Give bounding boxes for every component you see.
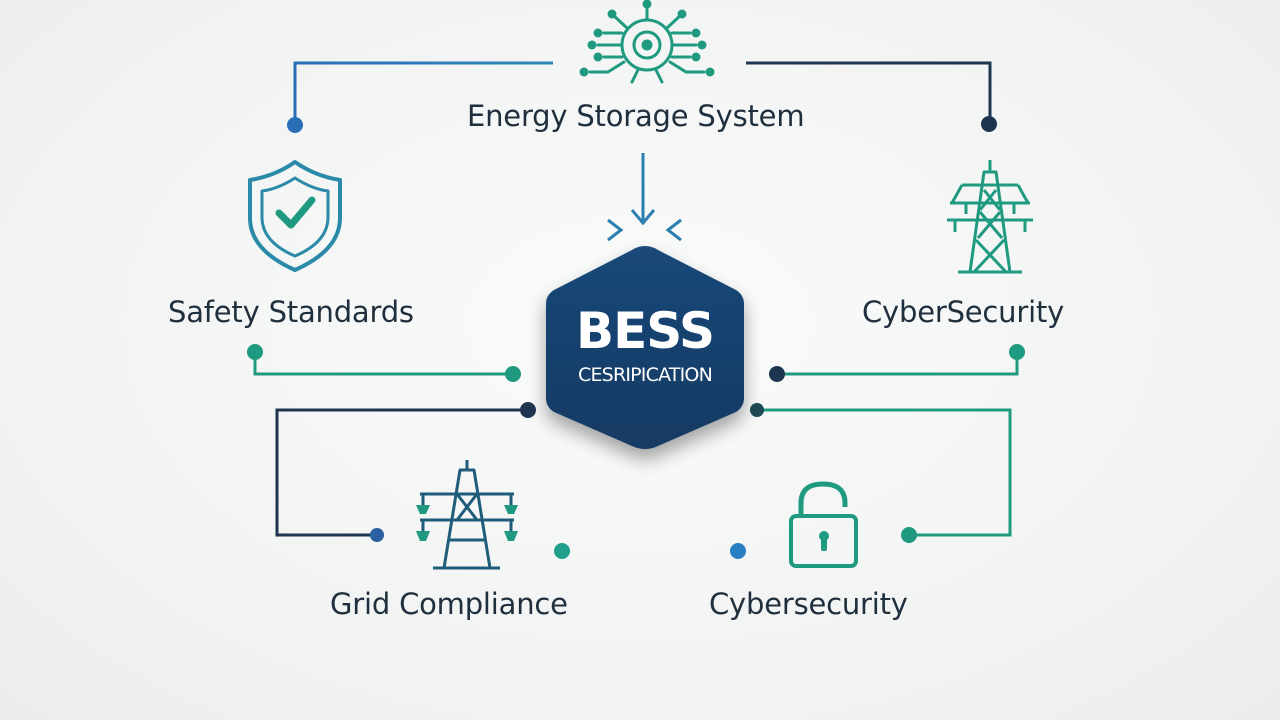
- connector-dot-grid: [370, 528, 384, 542]
- connector-dot-cyber-top: [1009, 344, 1025, 360]
- safety-standards-label: Safety Standards: [168, 295, 414, 329]
- cybersecurity-top-label: CyberSecurity: [862, 295, 1065, 329]
- arrow-right-safety: [362, 218, 624, 242]
- power-pylon-icon: [416, 460, 518, 570]
- bess-subtitle: CESRIPICATION: [578, 364, 713, 386]
- bess-title: BESS: [575, 302, 715, 360]
- shield-check-icon: [248, 160, 342, 272]
- connector-dot-hex-left-upper: [505, 366, 521, 382]
- arrow-left-cyber: [665, 218, 926, 242]
- connector-dot-bottom-right: [730, 543, 746, 559]
- circuit-chip-icon: [579, 0, 715, 84]
- connector-top-left: [293, 61, 553, 124]
- connector-cyber-bottom-to-hex: [757, 408, 1012, 537]
- connector-dot-safety: [247, 344, 263, 360]
- bess-hexagon: [546, 246, 744, 449]
- connector-dot-hex-right-lower: [750, 403, 764, 417]
- connector-safety-to-hex: [253, 352, 512, 376]
- energy-storage-label: Energy Storage System: [467, 99, 805, 133]
- transmission-tower-icon: [947, 160, 1033, 274]
- connector-grid-to-hex: [275, 408, 528, 537]
- grid-compliance-label: Grid Compliance: [330, 587, 568, 621]
- connector-dot-top-right: [981, 116, 997, 132]
- connector-dot-bottom-left: [554, 543, 570, 559]
- connector-dot-top-left: [287, 117, 303, 133]
- connector-top-right: [746, 61, 992, 122]
- connector-cyber-top-to-hex: [778, 352, 1019, 376]
- connector-dot-hex-right-upper: [769, 366, 785, 382]
- connector-dot-hex-left-lower: [520, 402, 536, 418]
- arrow-down-energy: [630, 153, 656, 226]
- padlock-icon: [789, 481, 858, 568]
- cybersecurity-bottom-label: Cybersecurity: [709, 587, 908, 621]
- connector-dot-cyber-bottom: [901, 527, 917, 543]
